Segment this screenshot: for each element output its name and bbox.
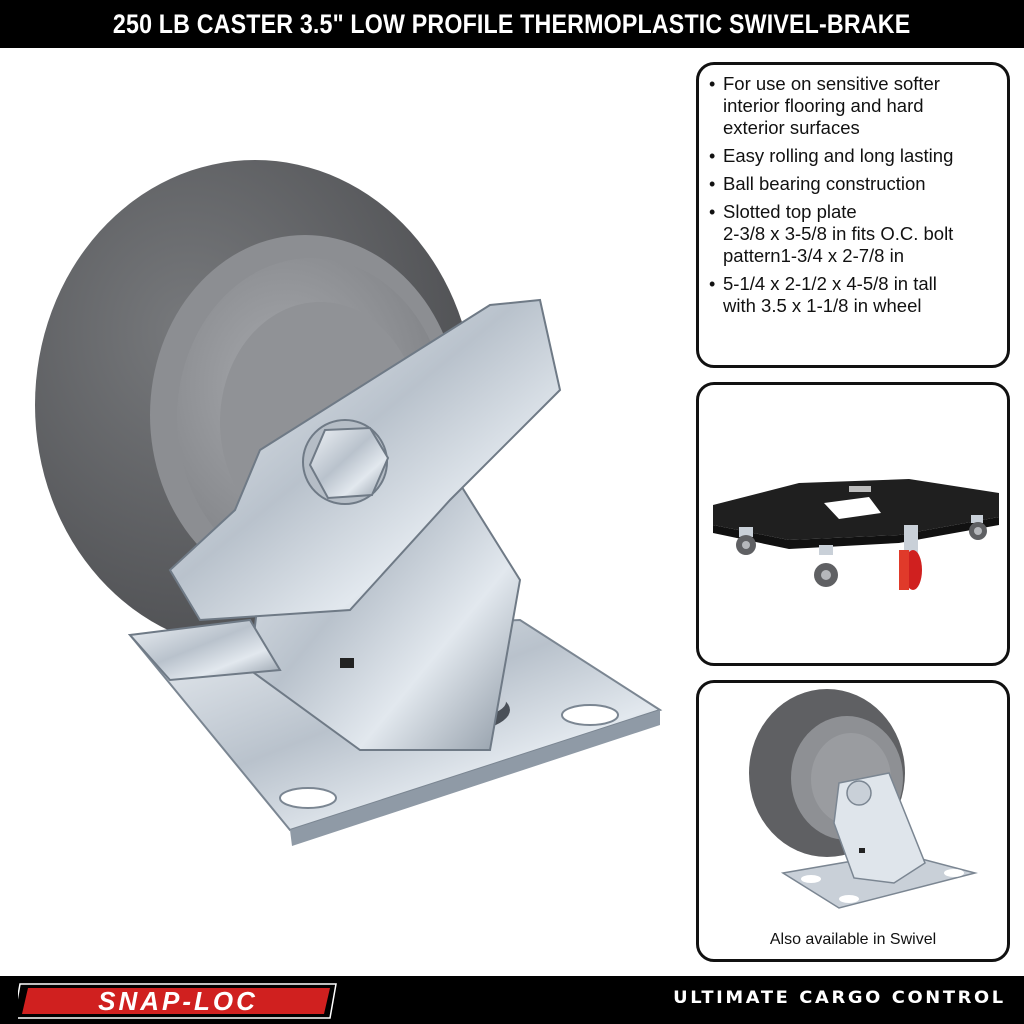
dolly-panel: [696, 382, 1010, 666]
swivel-option-panel: Also available in Swivel: [696, 680, 1010, 962]
bullet-icon: •: [709, 202, 716, 222]
feature-text: Ball bearing construction: [723, 173, 926, 194]
bullet-icon: •: [709, 274, 716, 294]
footer-banner: SNAP-LOC ULTIMATE CARGO CONTROL: [0, 976, 1024, 1024]
list-item: • Easy rolling and long lasting: [709, 145, 997, 167]
features-panel: • For use on sensitive softer interior f…: [696, 62, 1010, 368]
caster-icon: [736, 515, 987, 590]
feature-text: For use on sensitive softer interior flo…: [723, 73, 940, 138]
snap-loc-logo: SNAP-LOC: [18, 983, 337, 1019]
list-item: • Slotted top plate 2-3/8 x 3-5/8 in fit…: [709, 201, 997, 267]
footer-tagline: ULTIMATE CARGO CONTROL: [673, 988, 1006, 1008]
list-item: • For use on sensitive softer interior f…: [709, 73, 997, 139]
feature-text: Easy rolling and long lasting: [723, 145, 954, 166]
feature-text: 5-1/4 x 2-1/2 x 4-5/8 in tall with 3.5 x…: [723, 273, 937, 316]
dolly-image: [713, 479, 999, 590]
list-item: • Ball bearing construction: [709, 173, 997, 195]
product-title: 250 LB CASTER 3.5" LOW PROFILE THERMOPLA…: [113, 8, 911, 39]
feature-text: Slotted top plate 2-3/8 x 3-5/8 in fits …: [723, 201, 954, 266]
header-banner: 250 LB CASTER 3.5" LOW PROFILE THERMOPLA…: [0, 0, 1024, 48]
bullet-icon: •: [709, 146, 716, 166]
bullet-icon: •: [709, 174, 716, 194]
feature-list: • For use on sensitive softer interior f…: [709, 73, 997, 317]
logo-text: SNAP-LOC: [98, 986, 258, 1016]
bullet-icon: •: [709, 74, 716, 94]
swivel-caster-image: [749, 689, 978, 909]
caster-brake-image: [35, 160, 663, 846]
swivel-caption: Also available in Swivel: [769, 931, 937, 948]
list-item: • 5-1/4 x 2-1/2 x 4-5/8 in tall with 3.5…: [709, 273, 997, 317]
